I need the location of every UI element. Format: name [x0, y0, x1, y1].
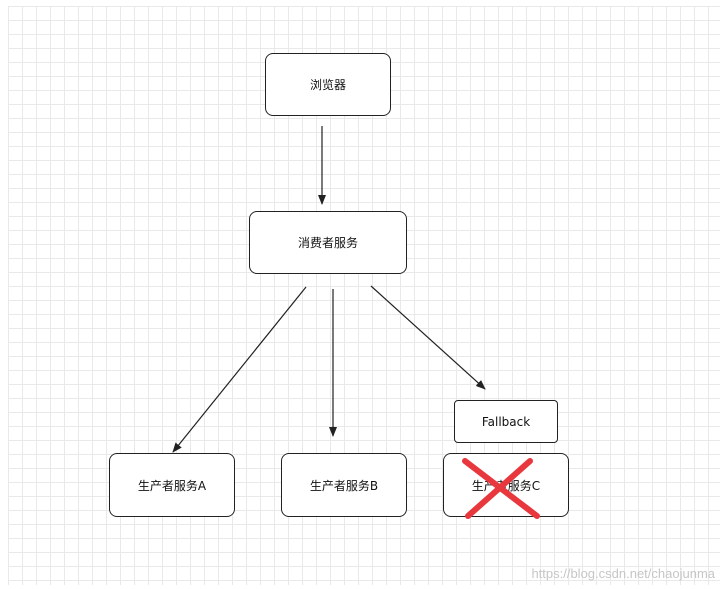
watermark-text: https://blog.csdn.net/chaojunma: [531, 566, 715, 581]
edge-consumer-producer-a: [172, 286, 307, 453]
edge-consumer-fallback: [370, 285, 486, 390]
fallback-node[interactable]: Fallback: [454, 400, 558, 443]
producer-service-b-node[interactable]: 生产者服务B: [281, 453, 407, 517]
consumer-service-node[interactable]: 消费者服务: [249, 211, 407, 274]
producer-service-c-node[interactable]: 生产者服务C: [443, 453, 569, 517]
producer-service-a-node[interactable]: 生产者服务A: [109, 453, 235, 517]
producer-service-c-label: 生产者服务C: [471, 478, 541, 493]
browser-node-label: 浏览器: [309, 78, 346, 92]
consumer-service-node-label: 消费者服务: [297, 236, 358, 250]
producer-service-b-label: 生产者服务B: [309, 478, 379, 493]
fallback-node-label: Fallback: [481, 414, 531, 429]
browser-node[interactable]: 浏览器: [265, 53, 391, 116]
producer-service-a-label: 生产者服务A: [137, 478, 207, 493]
